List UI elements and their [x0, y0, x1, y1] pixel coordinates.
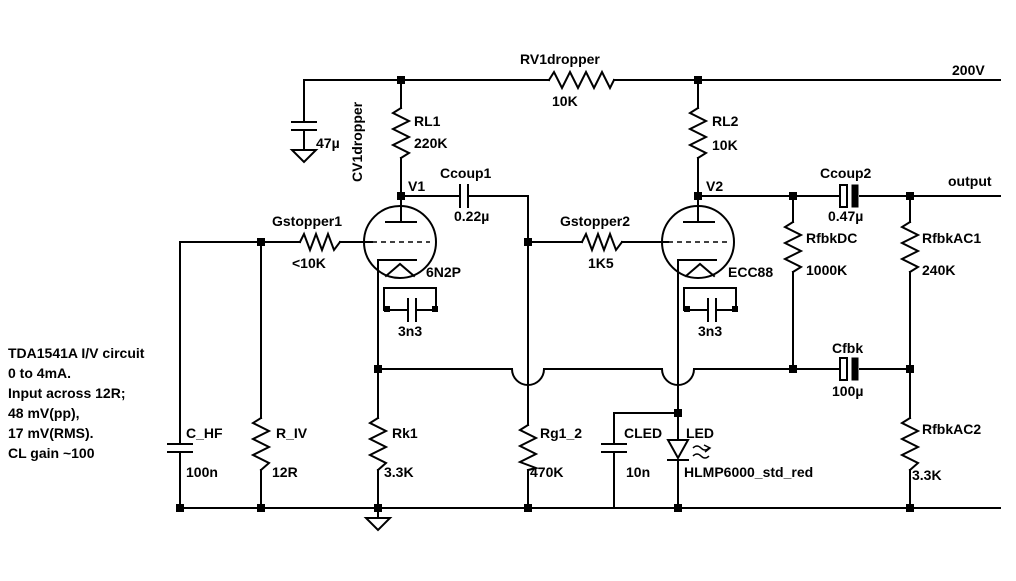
gstopper1-value: <10K [292, 255, 326, 271]
note-line: Input across 12R; [8, 385, 126, 401]
circuit-notes: TDA1541A I/V circuit 0 to 4mA. Input acr… [8, 343, 144, 463]
rfbkdc-resistor [782, 220, 804, 274]
rfbkac2-resistor [899, 416, 921, 472]
cled-value: 10n [626, 464, 650, 480]
ccoup1-capacitor [459, 184, 469, 208]
note-line: 0 to 4mA. [8, 365, 72, 381]
cled-name: CLED [624, 425, 662, 441]
ccoup1-name: Ccoup1 [440, 165, 492, 181]
rk1-name: Rk1 [392, 425, 418, 441]
rg1_2-name: Rg1_2 [540, 425, 582, 441]
wires [179, 79, 1001, 519]
c_hf-name: C_HF [186, 425, 223, 441]
ccoup2-value: 0.47µ [828, 208, 863, 224]
rl2-value: 10K [712, 137, 738, 153]
v2-bypass-capacitor [707, 298, 717, 322]
note-line: 48 mV(pp), [8, 405, 80, 421]
c_hf-capacitor [167, 443, 193, 453]
v1-cap: 3n3 [398, 323, 422, 339]
gstopper1-resistor [298, 231, 342, 253]
led-diode [666, 439, 712, 461]
rfbkac1-value: 240K [922, 262, 955, 278]
v2-triode [661, 195, 735, 279]
rl2-resistor [687, 106, 709, 160]
cfbk-name: Cfbk [832, 340, 863, 356]
r_iv-name: R_IV [276, 425, 308, 441]
note-line: 17 mV(RMS). [8, 425, 94, 441]
ccoup1-value: 0.22µ [454, 208, 489, 224]
cv1dropper-value: 47µ [316, 135, 340, 151]
rfbkdc-value: 1000K [806, 262, 847, 278]
rl1-resistor [390, 106, 412, 160]
led-name: LED [686, 425, 714, 441]
rk1-resistor [367, 416, 389, 472]
v1-type: 6N2P [426, 264, 461, 280]
rfbkac2-value: 3.3K [912, 467, 942, 483]
rv1dropper-value: 10K [552, 93, 578, 109]
rfbkac1-resistor [899, 220, 921, 274]
rfbkac1-name: RfbkAC1 [922, 230, 981, 246]
ground-symbols [289, 149, 393, 532]
ccoup2-name: Ccoup2 [820, 165, 872, 181]
capacitors [167, 121, 859, 453]
v2-type: ECC88 [728, 264, 773, 280]
cv1dropper-name: CV1dropper [349, 101, 365, 182]
ground-icon [289, 149, 319, 164]
r_iv-value: 12R [272, 464, 298, 480]
rg1_2-value: 470K [530, 464, 563, 480]
supply-rail-label: 200V [952, 62, 985, 78]
rg1_2-resistor [517, 423, 540, 472]
rfbkac2-name: RfbkAC2 [922, 421, 981, 437]
note-line: CL gain ~100 [8, 445, 95, 461]
gstopper2-name: Gstopper2 [560, 213, 630, 229]
led-value: HLMP6000_std_red [684, 464, 813, 480]
cv1dropper-capacitor [291, 121, 317, 131]
gstopper1-name: Gstopper1 [272, 213, 342, 229]
rv1dropper-resistor [547, 69, 616, 91]
cfbk-capacitor [839, 357, 859, 381]
r_iv-resistor [250, 416, 272, 472]
rl2-name: RL2 [712, 113, 739, 129]
note-line: TDA1541A I/V circuit [8, 345, 145, 361]
gstopper2-resistor [580, 231, 624, 253]
gstopper2-value: 1K5 [588, 255, 614, 271]
output-rail-label: output [948, 173, 992, 189]
cled-capacitor [601, 443, 627, 453]
v1-triode [363, 195, 437, 297]
resistors [250, 69, 921, 472]
ccoup2-capacitor [839, 184, 859, 208]
c_hf-value: 100n [186, 464, 218, 480]
v2-name: V2 [706, 178, 723, 194]
junction-dots [176, 76, 914, 512]
v1-bypass-capacitor [407, 298, 417, 322]
rk1-value: 3.3K [384, 464, 414, 480]
labels: 200V output RV1dropper 10K CV1dropper 47… [186, 51, 992, 483]
rl1-name: RL1 [414, 113, 441, 129]
cfbk-value: 100µ [832, 383, 863, 399]
v2-cap: 3n3 [698, 323, 722, 339]
v1-name: V1 [408, 178, 425, 194]
rv1dropper-name: RV1dropper [520, 51, 600, 67]
rfbkdc-name: RfbkDC [806, 230, 857, 246]
ground-icon [363, 517, 393, 532]
rl1-value: 220K [414, 135, 447, 151]
